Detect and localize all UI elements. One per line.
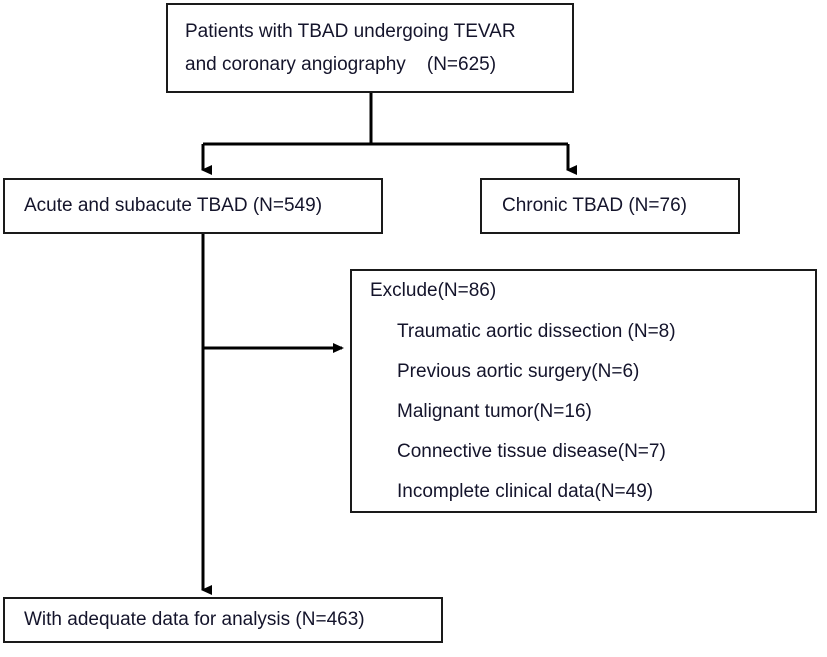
list-item: Incomplete clinical data(N=49) xyxy=(397,481,654,502)
node-acute-label: Acute and subacute TBAD (N=549) xyxy=(24,195,323,217)
node-chronic-label: Chronic TBAD (N=76) xyxy=(502,195,687,217)
node-final-analysis-cohort: With adequate data for analysis (N=463) xyxy=(3,597,443,643)
node-final-label: With adequate data for analysis (N=463) xyxy=(24,609,365,631)
list-item: Malignant tumor(N=16) xyxy=(397,401,592,422)
node-enrolled-patients: Patients with TBAD undergoing TEVAR and … xyxy=(166,3,574,93)
list-item: Previous aortic surgery(N=6) xyxy=(397,361,640,382)
exclusions-list: Traumatic aortic dissection (N=8) Previo… xyxy=(370,322,815,501)
node-chronic-tbad: Chronic TBAD (N=76) xyxy=(480,178,740,234)
list-item: Traumatic aortic dissection (N=8) xyxy=(397,321,676,342)
node-acute-subacute-tbad: Acute and subacute TBAD (N=549) xyxy=(3,178,383,234)
node-enrolled-line-1: Patients with TBAD undergoing TEVAR xyxy=(185,20,516,42)
list-item: Connective tissue disease(N=7) xyxy=(397,441,666,462)
node-exclusions: Exclude(N=86) Traumatic aortic dissectio… xyxy=(350,269,817,513)
node-enrolled-line-2: and coronary angiography (N=625) xyxy=(185,54,497,75)
exclusions-heading: Exclude(N=86) xyxy=(370,280,497,301)
